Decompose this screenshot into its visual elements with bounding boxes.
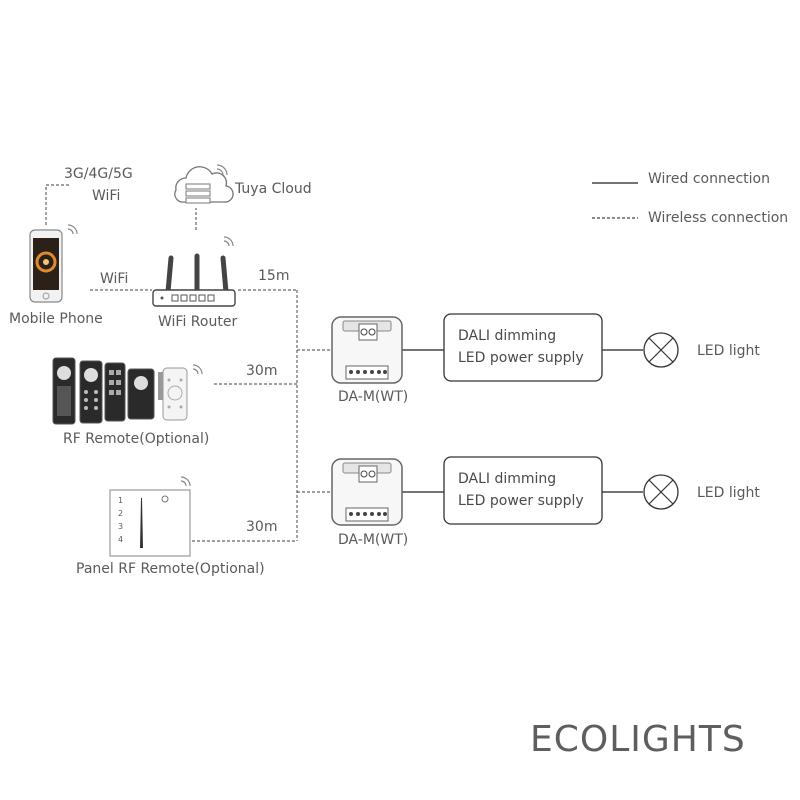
power-supply-box-1 [443, 313, 603, 382]
rf-remote-icon [52, 357, 203, 425]
panel-remote-distance-label: 30m [246, 519, 278, 535]
controller-device-icon [331, 458, 403, 526]
mobile-wifi-label: WiFi [92, 188, 121, 204]
panel-zone-number: 2 [118, 509, 124, 518]
legend-wired-label: Wired connection [648, 171, 770, 187]
wifi-link-label: WiFi [100, 271, 129, 287]
mobile-data-label: 3G/4G/5G [64, 166, 133, 182]
phone-cloud-link [45, 184, 70, 225]
controller-label: DA-M(WT) [338, 532, 409, 548]
panel-zone-number: 4 [118, 535, 124, 544]
supply-label-line2: LED power supply [458, 493, 584, 509]
led-light-icon [643, 332, 679, 368]
panel-remote-label: Panel RF Remote(Optional) [76, 561, 265, 577]
controller-device-icon [331, 316, 403, 384]
panel-zone-number: 1 [118, 496, 124, 505]
supply-label-line1: DALI dimming [458, 328, 557, 344]
cloud-label: Tuya Cloud [235, 181, 312, 197]
legend-wireless-label: Wireless connection [648, 210, 789, 226]
phone-label: Mobile Phone [9, 311, 103, 327]
rf-remote-distance-label: 30m [246, 363, 278, 379]
mobile-phone-icon [29, 224, 78, 303]
supply-label-line2: LED power supply [458, 350, 584, 366]
brand-logo: ECOLIGHTS [530, 719, 746, 760]
panel-zone-number: 3 [118, 522, 124, 531]
cloud-icon [174, 164, 234, 204]
power-supply-box-2 [443, 456, 603, 525]
panel-remote-icon [109, 476, 191, 557]
led-light-label: LED light [697, 485, 760, 501]
router-label: WiFi Router [158, 314, 238, 330]
led-light-label: LED light [697, 343, 760, 359]
led-light-icon [643, 474, 679, 510]
wifi-router-icon [152, 236, 236, 307]
controller-label: DA-M(WT) [338, 389, 409, 405]
supply-label-line1: DALI dimming [458, 471, 557, 487]
rf-remote-label: RF Remote(Optional) [63, 431, 210, 447]
router-distance-label: 15m [258, 268, 290, 284]
